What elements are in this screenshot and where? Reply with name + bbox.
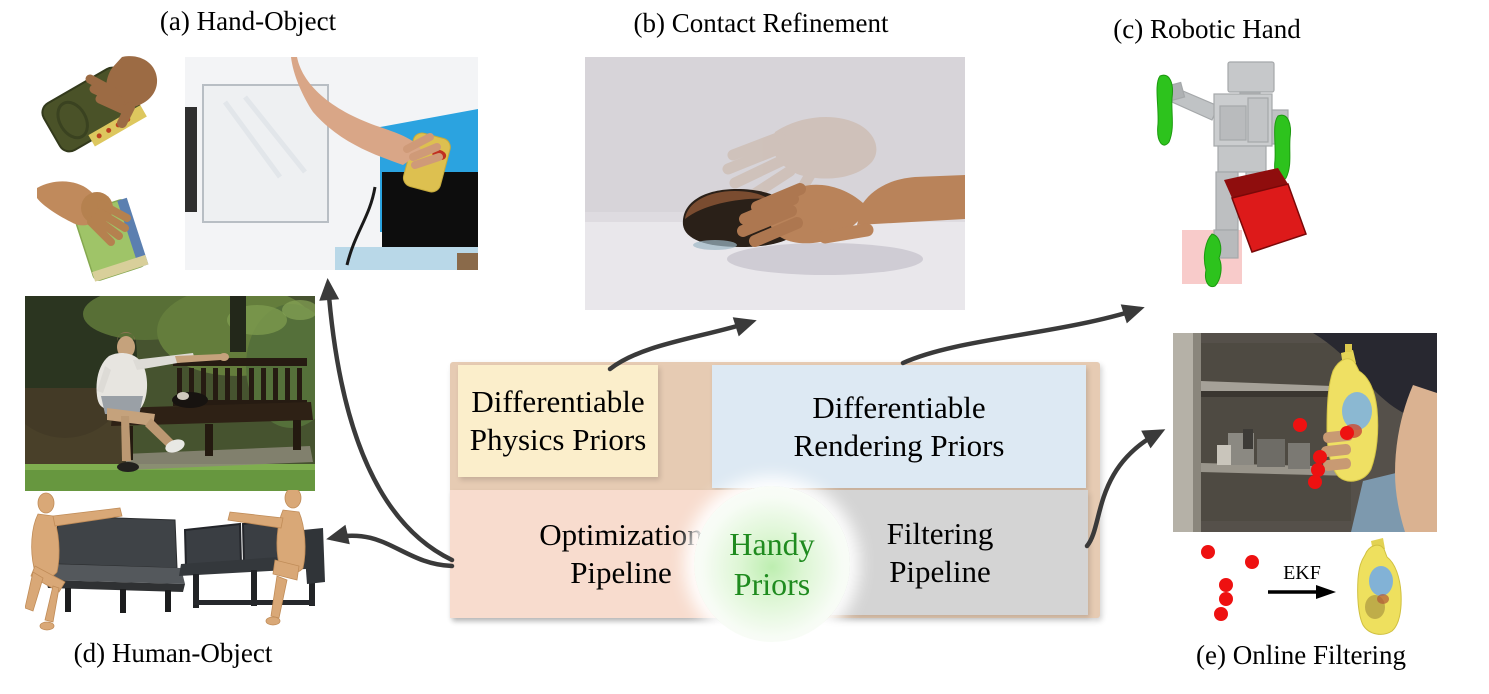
online-filtering-photo [1173,333,1437,532]
shadow [727,243,923,275]
door-edge [185,107,197,212]
cabinet-interior [1201,343,1351,521]
arm [1395,385,1437,532]
hand-object-render-2 [37,181,149,282]
panel-a-title: (a) Hand-Object [159,6,337,36]
rendering-priors-line1: Differentiable [812,389,986,425]
handy-priors-line2: Priors [733,566,811,602]
person [96,332,229,472]
robotic-hand-render [1140,58,1315,298]
optimization-pipeline-line2: Pipeline [570,555,672,590]
panel-e-title: (e) Online Filtering [1196,640,1406,670]
arrow-to-robotic-hand [900,304,1145,366]
left-figure [25,492,123,631]
panel-d-title: (d) Human-Object [73,638,273,668]
panel-b-title: (b) Contact Refinement [633,8,889,38]
hand-object-render-1 [41,56,158,153]
physics-priors-line2: Physics Priors [469,422,647,457]
physics-priors-box: Differentiable Physics Priors [458,365,658,477]
arrow-to-hand-object [319,278,455,563]
desk-surface [335,247,478,270]
keypoint-dots [1293,418,1354,489]
contact-markers [1156,74,1291,288]
arrow-to-human-object [326,524,455,569]
physics-priors-line1: Differentiable [471,384,645,420]
hand-object-photo [185,57,478,270]
ekf-arrow-icon [1268,585,1336,599]
ghost-hand [722,116,877,203]
ekf-block: EKF [1262,562,1342,601]
human-object-render [25,490,325,631]
optimization-pipeline-line1: Optimization [539,517,703,553]
panel-c-title: (c) Robotic Hand [1113,14,1301,44]
ekf-label: EKF [1283,562,1321,584]
hand-1 [85,56,158,128]
optimization-pipeline-box: Optimization Pipeline [450,490,792,618]
rendering-priors-line2: Rendering Priors [793,427,1005,463]
handy-priors-hub: Handy Priors [694,486,850,642]
contact-refinement-image [585,57,965,310]
left-bench [46,515,185,613]
solid-hand [737,175,965,247]
tree-trunk [230,296,246,352]
filtering-pipeline-line2: Pipeline [889,553,991,589]
red-cube [1224,168,1307,253]
human-object-photo [25,296,315,491]
hand-2 [37,181,131,246]
cable [345,186,377,266]
filtered-bottle-render [1357,538,1402,635]
filtering-pipeline-line1: Filtering [886,515,994,551]
arm [291,57,422,165]
handy-priors-line1: Handy [729,526,815,562]
right-figure [227,490,306,626]
observation-dots [1201,545,1259,621]
rendering-priors-box: Differentiable Rendering Priors [712,365,1086,488]
